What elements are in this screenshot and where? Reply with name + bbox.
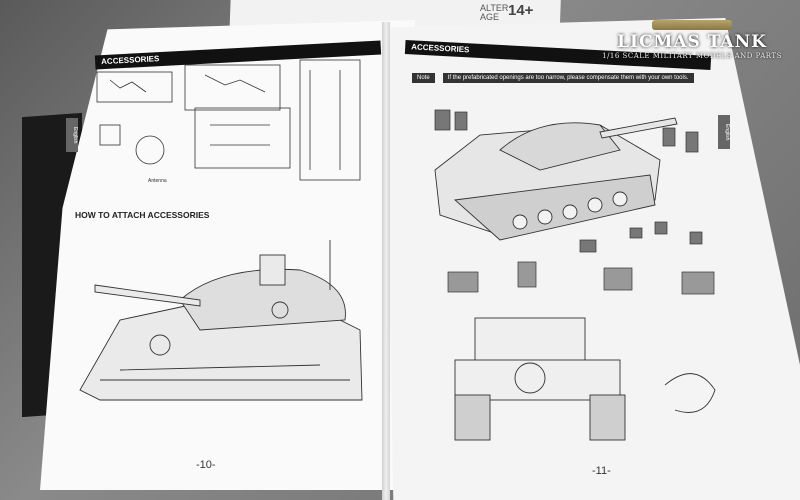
age-rating: ALTER AGE 14+: [480, 3, 533, 22]
brand-subtitle: 1/16 SCALE MILITARY MODELS AND PARTS: [602, 52, 782, 60]
tank-logo-icon: [652, 20, 732, 30]
antenna-label: Antenna: [148, 178, 167, 184]
left-page-number: -10-: [196, 459, 216, 471]
tank-right-illustration: [434, 117, 678, 241]
left-page: [40, 20, 415, 490]
book-spine: [382, 22, 390, 500]
note-text: If the prefabricated openings are too na…: [442, 73, 694, 83]
age-rating-value: 14+: [508, 2, 534, 19]
tank-left-illustration: [79, 240, 363, 401]
tank-front-view-illustration: [454, 317, 716, 441]
note-line: Note If the prefabricated openings are to…: [412, 73, 702, 83]
note-badge: Note: [412, 73, 435, 83]
accessory-parts-illustration: [434, 109, 715, 295]
brand-watermark: LICMAS TANK 1/16 SCALE MILITARY MODELS A…: [592, 20, 792, 60]
right-language-tab: English: [718, 115, 730, 149]
right-page-number: -11-: [592, 465, 611, 477]
age-rating-label: ALTER AGE: [480, 3, 509, 22]
left-language-tab: English: [66, 118, 78, 152]
brand-title: LICMAS TANK: [617, 32, 767, 52]
sprue-parts-illustration: [96, 59, 361, 181]
attach-section-title: HOW TO ATTACH ACCESSORIES: [75, 210, 210, 220]
